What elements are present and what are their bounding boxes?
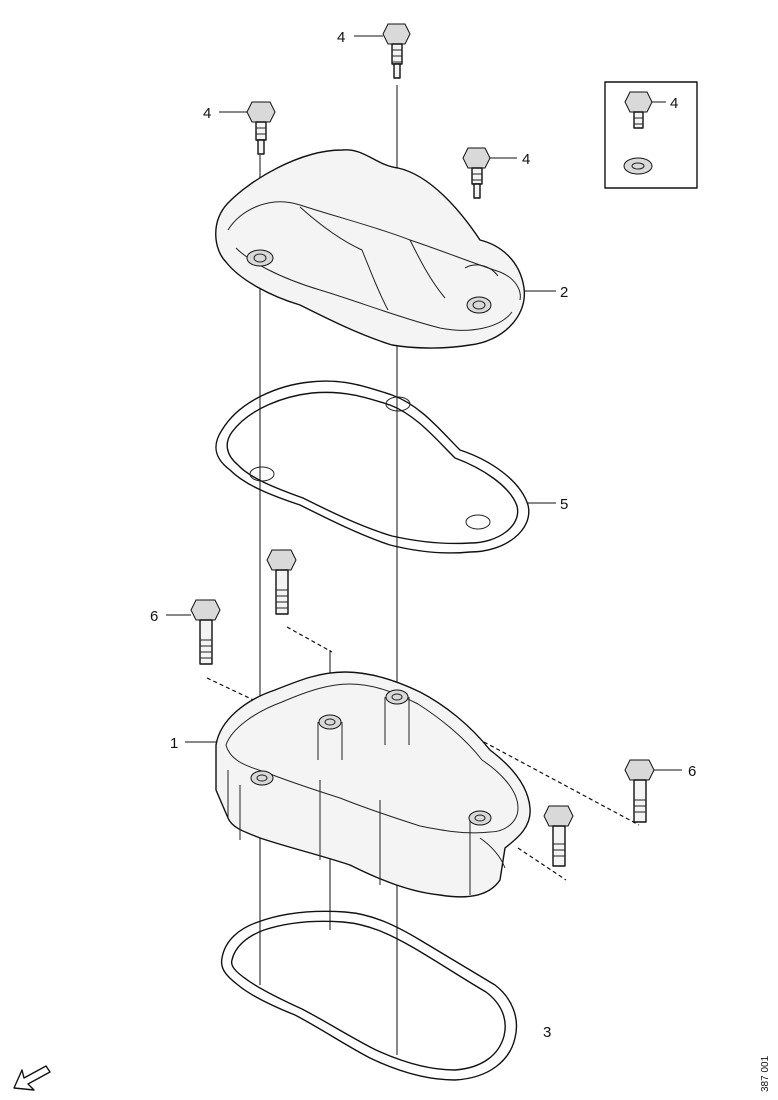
- arrow-down-left-icon: [13, 1065, 51, 1091]
- bolt-6-right: [624, 759, 655, 823]
- callout-4-inset: 4: [670, 95, 678, 112]
- callout-5: 5: [560, 496, 568, 513]
- screw-4-top-left: [246, 101, 276, 155]
- screw-4-top-center: [382, 23, 411, 79]
- callout-6-right: 6: [688, 763, 696, 780]
- callout-6-left: 6: [150, 608, 158, 625]
- bolt-6-upper-middle: [266, 549, 297, 615]
- callout-3: 3: [543, 1024, 551, 1041]
- lower-gasket-part: [220, 910, 518, 1081]
- callout-2: 2: [560, 284, 568, 301]
- upper-gasket-part: [215, 380, 530, 554]
- callout-1: 1: [170, 735, 178, 752]
- callout-4-top-center: 4: [337, 29, 345, 46]
- callout-4-top-left: 4: [203, 105, 211, 122]
- callout-4-top-right: 4: [522, 151, 530, 168]
- drawing-code: 387 001: [760, 1055, 771, 1092]
- callout-labels: 4 4 4 4 2 5 6 1 6 3: [150, 29, 696, 1041]
- callout-leaders: [166, 35, 682, 771]
- screw-4-detail-inset: [604, 81, 698, 189]
- bolt-6-left: [190, 599, 221, 665]
- screw-4-top-right: [462, 147, 491, 199]
- housing-part: [215, 671, 531, 898]
- bolt-6-lower-right: [543, 805, 574, 867]
- cover-part: [215, 149, 525, 349]
